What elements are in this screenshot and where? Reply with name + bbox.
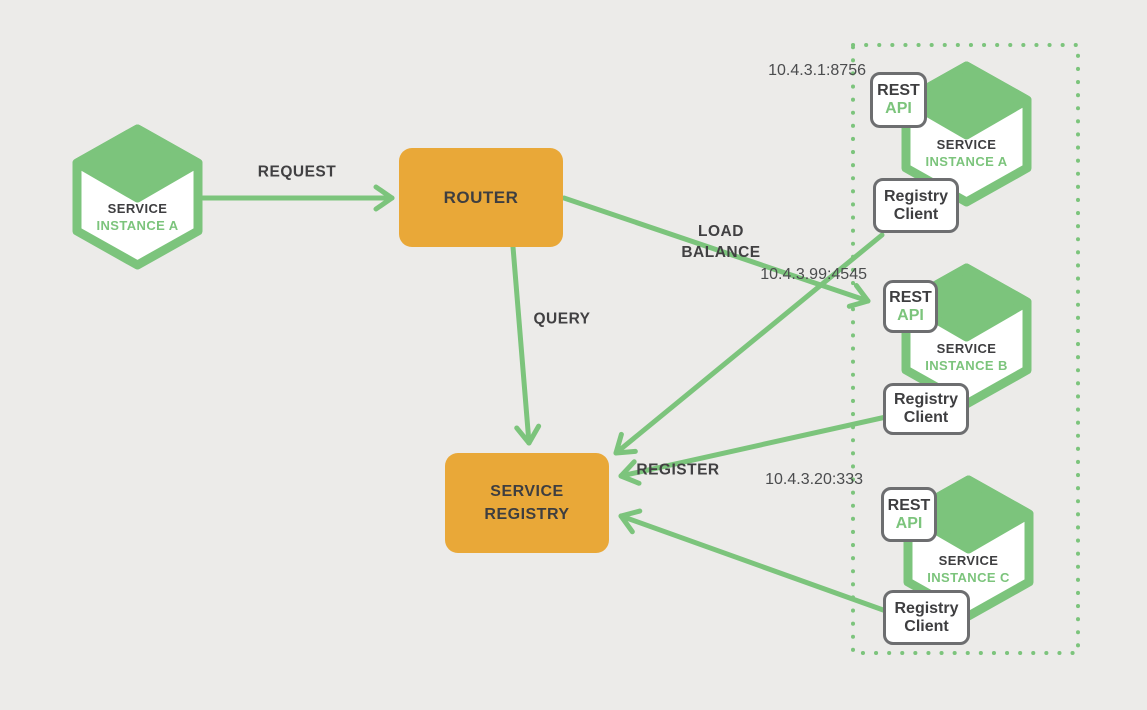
client-hexagon-line1: SERVICE: [107, 201, 168, 216]
rest-label: REST: [887, 496, 931, 514]
api-label: API: [897, 306, 924, 324]
instance-b-line2: INSTANCE B: [925, 358, 1008, 373]
registry-client-line2: Client: [904, 617, 949, 635]
client-hexagon-line2: INSTANCE A: [96, 218, 179, 233]
registry-client-box-instance-a: Registry Client: [873, 178, 959, 233]
query-arrow: [510, 244, 542, 446]
ip-label-instance-a: 10.4.3.1:8756: [768, 62, 866, 79]
registry-client-box-instance-b: Registry Client: [883, 383, 969, 435]
rest-label: REST: [877, 82, 920, 99]
instances-cluster-dotted-border: [851, 43, 1080, 655]
registry-label-line2: REGISTRY: [484, 506, 570, 523]
instance-a-line1: SERVICE: [936, 137, 997, 152]
register-arrow-instance-b: [618, 414, 889, 486]
register-edge-label: REGISTER: [636, 461, 720, 479]
instance-b-hexagon-label: SERVICE INSTANCE B: [901, 340, 1032, 374]
instance-a-hexagon-label: SERVICE INSTANCE A: [901, 136, 1032, 170]
instance-a-line2: INSTANCE A: [925, 154, 1008, 169]
request-edge-label: REQUEST: [257, 163, 337, 181]
instance-c-hexagon-label: SERVICE INSTANCE C: [903, 552, 1034, 586]
rest-label: REST: [889, 288, 932, 306]
register-arrow-instance-c: [618, 508, 889, 614]
rest-api-box-instance-a: REST API: [870, 72, 927, 128]
registry-label-line1: SERVICE: [490, 483, 564, 500]
service-hexagon-icon: [72, 124, 203, 270]
ip-label-instance-c: 10.4.3.20:333: [765, 471, 863, 488]
load-balance-arrow: [561, 195, 871, 309]
load-balance-line1: LOAD: [698, 223, 744, 240]
ip-label-instance-b: 10.4.3.99:4545: [760, 266, 867, 283]
instance-b-line1: SERVICE: [936, 341, 997, 356]
service-hexagon-icon: [903, 475, 1034, 621]
service-hexagon-icon: [901, 61, 1032, 207]
rest-api-box-instance-c: REST API: [881, 487, 937, 542]
api-label: API: [885, 100, 912, 117]
registry-client-line2: Client: [893, 205, 939, 223]
registry-client-box-instance-c: Registry Client: [883, 590, 970, 645]
query-edge-label: QUERY: [533, 310, 591, 328]
router-label: ROUTER: [443, 187, 519, 207]
router-node: ROUTER: [399, 148, 563, 247]
rest-api-box-instance-b: REST API: [883, 280, 938, 333]
load-balance-edge-label: LOAD BALANCE: [681, 221, 760, 263]
registry-client-line1: Registry: [894, 599, 959, 617]
service-registry-node: SERVICE REGISTRY: [445, 453, 609, 553]
instance-c-line2: INSTANCE C: [927, 570, 1010, 585]
instance-c-line1: SERVICE: [938, 553, 999, 568]
registry-client-line2: Client: [903, 409, 949, 426]
register-arrow-instance-a: [613, 232, 885, 456]
api-label: API: [895, 514, 923, 532]
client-hexagon-label: SERVICE INSTANCE A: [72, 200, 203, 234]
registry-client-line1: Registry: [893, 391, 959, 408]
load-balance-line2: BALANCE: [681, 244, 761, 261]
registry-client-line1: Registry: [883, 187, 949, 205]
